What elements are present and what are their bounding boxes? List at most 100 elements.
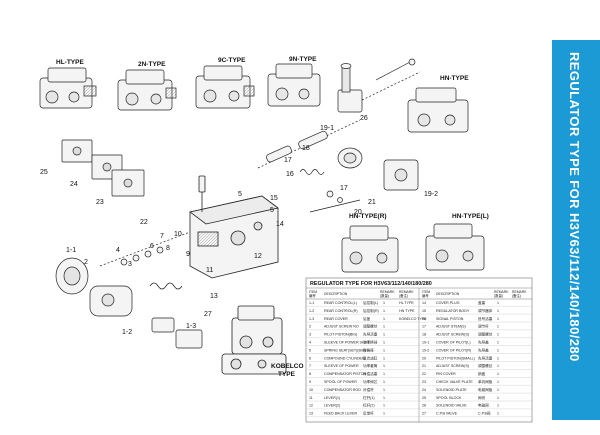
table-cell: 19-1 bbox=[422, 341, 429, 345]
table-cell: 1 bbox=[383, 364, 385, 368]
hn-type-r-label: HN-TYPE(R) bbox=[349, 213, 387, 220]
table-cell: 先导活塞 bbox=[363, 332, 378, 337]
table-cell: 电磁阀板 bbox=[478, 387, 493, 392]
callout-1-1: 1-1 bbox=[66, 247, 76, 254]
table-cell: 1 bbox=[497, 317, 499, 321]
table-cell: 电磁阀 bbox=[478, 403, 489, 408]
table-cell: HN TYPE bbox=[399, 309, 415, 313]
table-cell: 补偿活塞 bbox=[363, 371, 378, 376]
table-cell: LEVER(1) bbox=[324, 396, 340, 400]
table-cell: LEVER(2) bbox=[324, 404, 340, 408]
banner-title: REGULATOR TYPE FOR H3V63/112/140/180/280 bbox=[567, 52, 582, 362]
callout-17b: 17 bbox=[340, 185, 348, 192]
table-cell: 调节杆 bbox=[478, 324, 489, 329]
table-cell: PIN COVER bbox=[436, 372, 456, 376]
table-cell: 1 bbox=[383, 388, 385, 392]
hn-type-r-regulator-illustration bbox=[341, 225, 399, 273]
callout-24: 24 bbox=[70, 181, 78, 188]
callout-7: 7 bbox=[160, 233, 164, 240]
table-cell: 1 bbox=[383, 333, 385, 337]
table-cell: COVER PLUG bbox=[436, 301, 460, 305]
callout-12: 12 bbox=[254, 253, 262, 260]
table-cell: SOLENOID PLATE bbox=[436, 388, 467, 392]
kobelco-type-regulator-illustration bbox=[221, 305, 287, 375]
header-qty-r: REMARK bbox=[494, 290, 509, 294]
header-qty: REMARK bbox=[380, 290, 395, 294]
hn-type-l-regulator-illustration bbox=[425, 223, 485, 271]
callout-3: 3 bbox=[128, 261, 132, 268]
callout-20: 20 bbox=[354, 209, 362, 216]
callout-4: 4 bbox=[116, 247, 120, 254]
callout-14: 14 bbox=[276, 221, 284, 228]
header-remark-r: REMARK bbox=[512, 290, 527, 294]
table-cell: 24 bbox=[422, 388, 426, 392]
table-cell: 1 bbox=[383, 348, 385, 352]
header-qty-cn: (数量) bbox=[380, 293, 389, 298]
table-cell: 1 bbox=[497, 396, 499, 400]
table-cell: 1 bbox=[497, 412, 499, 416]
rear-control-illustration bbox=[55, 231, 203, 349]
table-cell: 1 bbox=[497, 341, 499, 345]
table-cell: 27 bbox=[422, 412, 426, 416]
table-cell: 杠杆(1) bbox=[363, 395, 375, 400]
table-cell: 22 bbox=[422, 372, 426, 376]
callout-1-2: 1-2 bbox=[122, 329, 132, 336]
header-remark-cn: (备注) bbox=[399, 293, 408, 298]
table-cell: COVER OF PILOT(L) bbox=[436, 341, 471, 345]
table-cell: 1 bbox=[497, 364, 499, 368]
table-cell: 先导盖 bbox=[478, 340, 489, 345]
table-cell: 后控制(R) bbox=[363, 308, 379, 313]
hl-type-regulator-illustration bbox=[39, 67, 97, 109]
2n-type-label: 2N-TYPE bbox=[138, 61, 166, 68]
kobelco-type-label-line1: KOBELCO bbox=[271, 363, 304, 370]
callout-25: 25 bbox=[40, 169, 48, 176]
callout-5b: 5 bbox=[270, 207, 274, 214]
hn-type-regulator-illustration bbox=[407, 87, 469, 133]
table-cell: 1-1 bbox=[309, 301, 314, 305]
header-item-r: ITEM bbox=[422, 290, 430, 294]
table-cell: 4 bbox=[309, 341, 311, 345]
table-cell: 先导盖 bbox=[478, 347, 489, 352]
callout-26: 26 bbox=[360, 115, 368, 122]
9c-type-label: 9C-TYPE bbox=[218, 57, 246, 64]
table-cell: 1 bbox=[497, 372, 499, 376]
2n-type-regulator-illustration bbox=[117, 69, 177, 111]
table-cell: C.P.B阀 bbox=[478, 411, 491, 416]
table-cell: 26 bbox=[422, 404, 426, 408]
table-cell: 反馈杆 bbox=[363, 411, 374, 416]
table-cell: ADJUST SCREW NO bbox=[324, 325, 359, 329]
callout-19-2: 19-2 bbox=[424, 191, 438, 198]
table-cell: COMPOUND CYLINDER bbox=[324, 356, 365, 360]
callout-10: 10 bbox=[174, 231, 182, 238]
table-cell: 后控制(L) bbox=[363, 300, 378, 305]
table-cell: REGULATOR BODY bbox=[436, 309, 470, 313]
callout-17a: 17 bbox=[284, 157, 292, 164]
header-description: DESCRIPTION bbox=[324, 292, 348, 296]
table-cell: REAR CONTROL(L) bbox=[324, 301, 357, 305]
title-banner bbox=[552, 40, 600, 420]
callout-15: 15 bbox=[270, 195, 278, 202]
callout-22: 22 bbox=[140, 219, 148, 226]
table-cell: 14 bbox=[422, 301, 426, 305]
table-cell: PILOT PISTON(SMALL) bbox=[436, 356, 475, 360]
table-cell: 1 bbox=[383, 356, 385, 360]
table-cell: 信号活塞 bbox=[478, 316, 493, 321]
table-cell: 补偿杆 bbox=[363, 387, 374, 392]
table-cell: 复合油缸 bbox=[363, 355, 378, 360]
table-cell: 6 bbox=[309, 356, 311, 360]
table-cell: 调整螺丝 bbox=[478, 332, 493, 337]
9n-type-label: 9N-TYPE bbox=[289, 56, 317, 63]
table-cell: COVER OF PILOT(R) bbox=[436, 348, 471, 352]
table-cell: PILOT PISTON(BIG) bbox=[324, 333, 357, 337]
table-cell: 销盖 bbox=[478, 371, 486, 376]
table-cell: 9 bbox=[309, 380, 311, 384]
table-cell: ADJUST STEM(S) bbox=[436, 325, 466, 329]
table-cell: HL TYPE bbox=[399, 301, 414, 305]
header-item: ITEM bbox=[309, 290, 317, 294]
header-item-cn-r: 编号 bbox=[422, 293, 429, 298]
table-cell: 盖塞 bbox=[478, 300, 486, 305]
hn-type-label: HN-TYPE bbox=[440, 75, 469, 82]
table-cell: 1 bbox=[497, 404, 499, 408]
callout-5a: 5 bbox=[238, 191, 242, 198]
